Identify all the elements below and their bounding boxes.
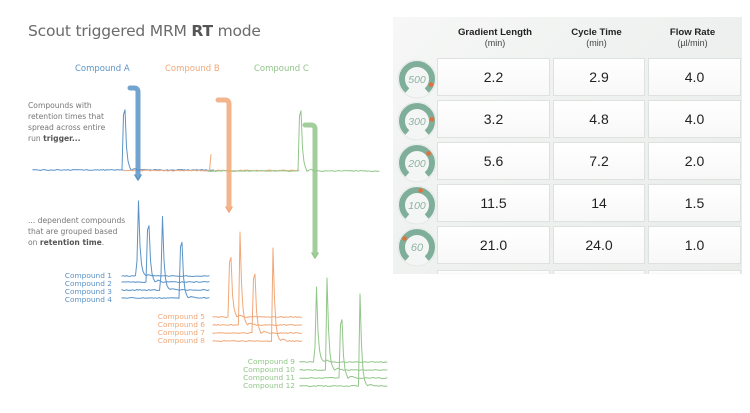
note-trigger: Compounds with retention times that spre… [28, 101, 106, 143]
gauge-arc [399, 187, 435, 219]
trigger-trace-c [207, 110, 380, 172]
gauge-marker [426, 151, 431, 156]
gauge-arc [399, 145, 435, 177]
cell-gradient-length: 5.6 [437, 142, 550, 180]
gauge-marker [429, 117, 435, 122]
dependent-trace-3 [121, 216, 210, 291]
cell-flow-rate: 1.5 [648, 184, 741, 222]
dependent-trace-7 [212, 273, 302, 334]
cell-cycle-time: 7.2 [553, 142, 645, 180]
speed-gauge-icon: 300 [397, 101, 437, 141]
gauge-marker [428, 82, 434, 87]
cell-cycle-time: 14 [553, 184, 645, 222]
dependent-trace-11 [299, 319, 388, 379]
trigger-label-c: Compound C [254, 64, 309, 74]
compound-label: Compound 9 [247, 357, 295, 366]
dependent-trace-4 [121, 241, 210, 299]
chromatogram-diagram [32, 85, 388, 387]
group-labels-orange: Compound 5 Compound 6 Compound 7 Compoun… [133, 313, 205, 345]
compound-label: Compound 4 [64, 295, 112, 304]
trigger-arrow-green-head [311, 252, 319, 259]
gauge-value: 100 [408, 200, 426, 212]
dependent-trace-8 [212, 247, 302, 342]
dependent-trace-5 [212, 257, 302, 318]
dependent-trace-1 [121, 200, 210, 277]
compound-label: Compound 8 [157, 336, 205, 345]
cell-gradient-length: 2.2 [437, 58, 550, 96]
gauge-marker [418, 188, 423, 193]
gauge-value: 60 [411, 242, 424, 254]
compound-label: Compound 3 [64, 287, 112, 296]
gauge-arc [399, 229, 435, 261]
compound-label: Compound 10 [243, 365, 295, 374]
gauge-marker [402, 236, 407, 241]
trigger-arrow-green [302, 122, 318, 257]
dependent-trace-9 [299, 286, 388, 363]
table-row-cutoff [393, 270, 742, 274]
trigger-label-b: Compound B [165, 64, 220, 74]
speed-gauge-icon: 200 [397, 143, 437, 183]
table-row: 21.0 24.0 1.0 60 [393, 226, 742, 267]
cell-cycle-time: 4.8 [553, 100, 645, 138]
compound-label: Compound 6 [157, 320, 205, 329]
compound-label: Compound 11 [243, 373, 295, 382]
speed-gauge-icon: 500 [397, 59, 437, 99]
dependent-trace-2 [121, 225, 210, 283]
compound-label: Compound 2 [64, 279, 112, 288]
header-gradient-length: Gradient Length (min) [457, 27, 533, 48]
dependent-trace-10 [299, 277, 388, 371]
table-row: 3.2 4.8 4.0 300 [393, 100, 742, 141]
compound-label: Compound 7 [157, 328, 205, 337]
gauge-value: 300 [408, 116, 426, 128]
cell-flow-rate: 4.0 [648, 58, 741, 96]
group-labels-green: Compound 9 Compound 10 Compound 11 Compo… [219, 358, 295, 390]
cell-gradient-length: 11.5 [437, 184, 550, 222]
compound-label: Compound 5 [157, 312, 205, 321]
group-labels-blue: Compound 1 Compound 2 Compound 3 Compoun… [40, 272, 112, 304]
trigger-arrow-orange [215, 97, 232, 211]
trigger-arrow-blue-head [134, 174, 142, 181]
gauge-arc [399, 103, 435, 135]
note-dependent: ... dependent compounds that are grouped… [28, 216, 126, 247]
trigger-arrow-blue [127, 85, 141, 179]
cell-flow-rate: 4.0 [648, 100, 741, 138]
header-flow-rate: Flow Rate (µl/min) [669, 27, 716, 48]
compound-label: Compound 12 [243, 381, 295, 390]
cell-cycle-time: 2.9 [553, 58, 645, 96]
dependent-trace-12 [299, 293, 388, 387]
gauge-value: 500 [408, 74, 426, 86]
speed-gauge-icon: 100 [397, 185, 437, 225]
cell-flow-rate: 1.0 [648, 226, 741, 264]
gauge-arc [399, 61, 435, 93]
cell-cycle-time: 24.0 [553, 226, 645, 264]
trigger-arrow-orange-head [225, 206, 233, 213]
cell-flow-rate: 2.0 [648, 142, 741, 180]
cell-gradient-length: 21.0 [437, 226, 550, 264]
dependent-trace-6 [212, 231, 302, 326]
speed-gauge-icon: 60 [397, 227, 437, 267]
table-row: 11.5 14 1.5 100 [393, 184, 742, 225]
compound-label: Compound 1 [64, 271, 112, 280]
trigger-label-a: Compound A [75, 64, 130, 74]
gauge-value: 200 [407, 158, 426, 170]
table-row: 2.2 2.9 4.0 500 [393, 58, 742, 99]
table-row: 5.6 7.2 2.0 200 [393, 142, 742, 183]
method-table: Gradient Length (min) Cycle Time (min) F… [393, 17, 742, 274]
trigger-trace-a [32, 169, 124, 171]
slide-title: Scout triggered MRM RT mode [28, 22, 261, 40]
cell-gradient-length: 3.2 [437, 100, 550, 138]
header-cycle-time: Cycle Time (min) [571, 27, 622, 48]
